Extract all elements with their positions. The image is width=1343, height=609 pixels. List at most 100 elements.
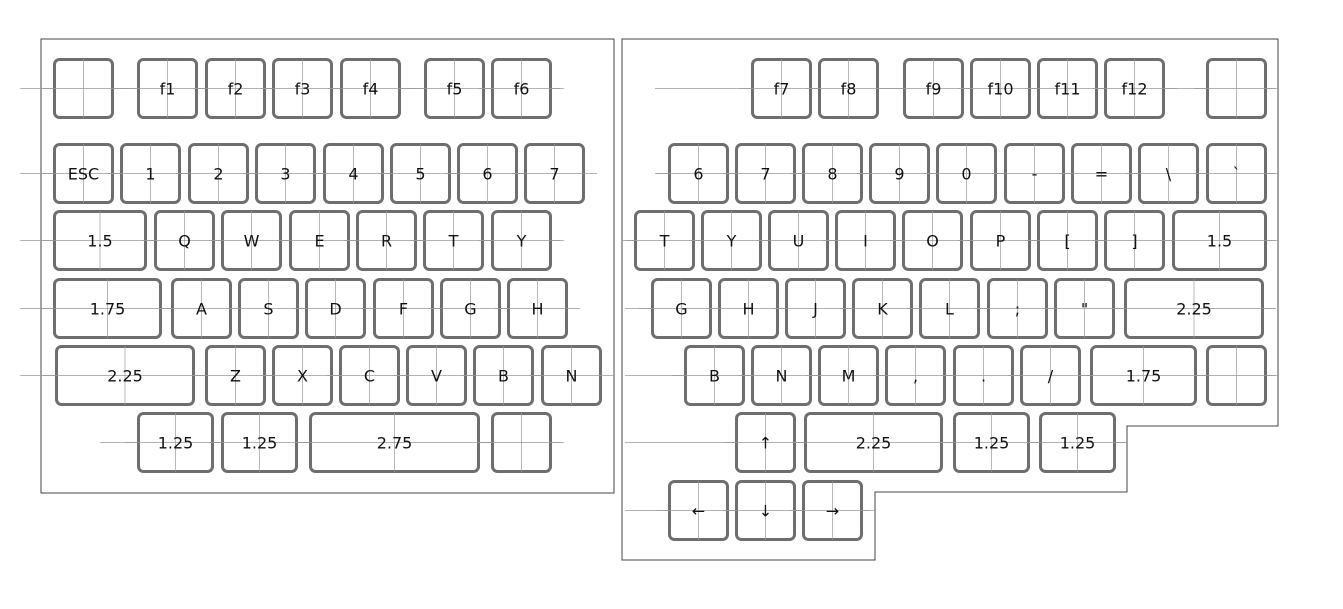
key-label: Q (178, 232, 191, 251)
left-key-r2-1[interactable]: 1 (108, 143, 193, 204)
key-label: 8 (827, 165, 837, 184)
left-key-r6-2-75[interactable]: 2.75 (297, 412, 492, 473)
left-key-r6-1-25[interactable]: 1.25 (209, 412, 310, 473)
key-label: ] (1131, 232, 1137, 251)
right-key-r5-comma[interactable]: , (873, 345, 958, 406)
key-label: f9 (926, 80, 942, 99)
right-key-r5-blank-8[interactable] (1194, 345, 1279, 406)
key-label: - (1032, 165, 1038, 184)
key-label: T (659, 232, 670, 251)
key-label: " (1081, 300, 1088, 319)
right-key-r7-right[interactable]: → (790, 480, 875, 541)
key-label: 2.25 (856, 434, 892, 453)
key-label: 1 (145, 165, 155, 184)
key-label: f8 (841, 80, 857, 99)
key-label: E (314, 232, 324, 251)
right-key-r1-f11[interactable]: f11 (1025, 58, 1110, 119)
right-key-r1-blank-7[interactable] (1194, 58, 1279, 119)
right-key-r1-f12[interactable]: f12 (1092, 58, 1177, 119)
right-key-r1-f8[interactable]: f8 (806, 58, 891, 119)
right-key-r1-f9[interactable]: f9 (891, 58, 976, 119)
key-label: 9 (894, 165, 904, 184)
left-key-r5-2-25[interactable]: 2.25 (43, 345, 207, 406)
key-label: D (329, 300, 341, 319)
key-label: f1 (160, 80, 176, 99)
right-key-r5-1-75[interactable]: 1.75 (1078, 345, 1209, 406)
key-label: Z (230, 367, 241, 386)
right-key-r2-backtick[interactable]: ` (1194, 143, 1279, 204)
key-label: 6 (693, 165, 703, 184)
key-label: 6 (482, 165, 492, 184)
right-key-r4-j[interactable]: J (773, 278, 858, 339)
left-key-r3-t[interactable]: T (411, 210, 496, 271)
right-key-r6-up[interactable]: ↑ (723, 412, 808, 473)
left-key-r5-n[interactable]: N (529, 345, 614, 406)
key-label: G (464, 300, 476, 319)
left-key-r2-4[interactable]: 4 (311, 143, 396, 204)
key-label: N (566, 367, 578, 386)
right-key-r3-1-5[interactable]: 1.5 (1160, 210, 1279, 271)
right-key-r2-minus[interactable]: - (992, 143, 1077, 204)
right-key-r6-1-25[interactable]: 1.25 (941, 412, 1042, 473)
left-key-r2-7[interactable]: 7 (512, 143, 597, 204)
key-label: \ (1166, 165, 1172, 184)
key-label: L (945, 300, 954, 319)
key-label: ; (1015, 300, 1020, 319)
left-key-r1-f5[interactable]: f5 (412, 58, 497, 119)
right-key-r1-f7[interactable]: f7 (739, 58, 824, 119)
left-key-r5-v[interactable]: V (394, 345, 479, 406)
key-label: B (709, 367, 720, 386)
left-key-r1-f2[interactable]: f2 (193, 58, 278, 119)
key-label: 4 (348, 165, 358, 184)
left-key-r1-f4[interactable]: f4 (328, 58, 413, 119)
left-key-r4-h[interactable]: H (495, 278, 580, 339)
left-key-r1-f6[interactable]: f6 (479, 58, 564, 119)
right-key-r2-6[interactable]: 6 (656, 143, 741, 204)
key-label: ` (1233, 165, 1241, 184)
key-label: 1.25 (158, 434, 194, 453)
key-label: B (498, 367, 509, 386)
key-label: f11 (1055, 80, 1081, 99)
key-label: W (244, 232, 260, 251)
left-key-r1-f3[interactable]: f3 (260, 58, 345, 119)
key-label: 7 (549, 165, 559, 184)
right-key-r4-2-25[interactable]: 2.25 (1112, 278, 1276, 339)
key-label: f12 (1122, 80, 1148, 99)
left-key-r3-y[interactable]: Y (479, 210, 564, 271)
left-key-r5-c[interactable]: C (327, 345, 412, 406)
key-label: , (913, 367, 918, 386)
key-label: 1.75 (90, 300, 126, 319)
left-key-r5-z[interactable]: Z (193, 345, 278, 406)
left-key-r4-1-75[interactable]: 1.75 (41, 278, 174, 339)
right-key-r2-equals[interactable]: = (1059, 143, 1144, 204)
left-key-r3-1-5[interactable]: 1.5 (41, 210, 159, 271)
key-label: G (675, 300, 687, 319)
right-key-r6-1-25[interactable]: 1.25 (1027, 412, 1128, 473)
key-label: ESC (68, 165, 99, 184)
key-label: f4 (363, 80, 379, 99)
key-label: K (877, 300, 888, 319)
key-label: I (863, 232, 868, 251)
right-key-r6-2-25[interactable]: 2.25 (792, 412, 955, 473)
key-label: V (431, 367, 442, 386)
right-key-r3-p[interactable]: P (958, 210, 1043, 271)
key-label: f6 (514, 80, 530, 99)
left-key-r6-1-25[interactable]: 1.25 (125, 412, 226, 473)
key-label: ↓ (759, 502, 772, 521)
key-label: N (776, 367, 788, 386)
key-label: 2.25 (1176, 300, 1212, 319)
left-key-r1-f1[interactable]: f1 (125, 58, 210, 119)
right-key-r7-left[interactable]: ← (656, 480, 741, 541)
key-label: ↑ (759, 434, 772, 453)
right-key-r4-g[interactable]: G (639, 278, 724, 339)
right-key-r5-m[interactable]: M (806, 345, 891, 406)
key-label: ← (692, 502, 705, 521)
right-half-outline (621, 38, 1279, 561)
key-label: 1.5 (87, 232, 112, 251)
left-key-r6-blank-4[interactable] (479, 412, 564, 473)
left-key-r3-e[interactable]: E (277, 210, 362, 271)
key-label: J (812, 300, 818, 319)
left-key-r1-blank-1[interactable] (41, 58, 126, 119)
